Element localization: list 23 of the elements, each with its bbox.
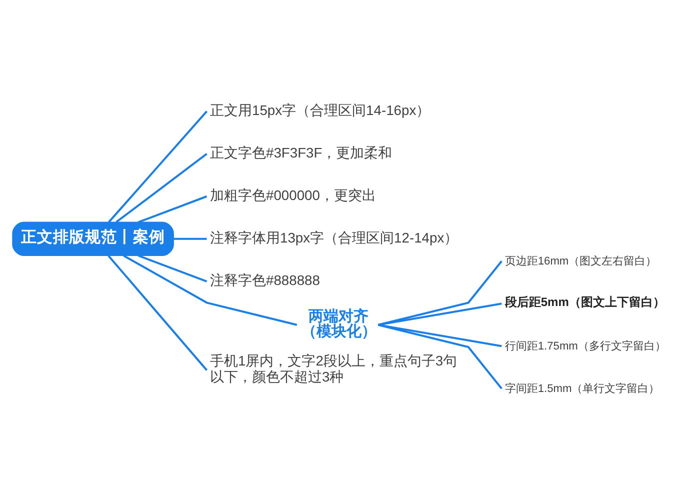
connector <box>108 255 208 371</box>
connector <box>123 254 298 326</box>
connector <box>138 195 208 224</box>
node-text: 两端对齐（模块化） <box>302 308 377 340</box>
connector <box>116 153 208 223</box>
connector <box>378 324 502 390</box>
connector <box>174 238 207 240</box>
connector <box>108 110 208 223</box>
node-text: 行间距1.75mm（多行文字留白） <box>504 340 666 352</box>
node-text: 正文字色#3F3F3F，更加柔和 <box>210 144 392 161</box>
node-text: 注释字体用13px字（合理区间12-14px） <box>210 230 458 246</box>
node-text: 段后距5mm（图文上下留白） <box>504 294 665 309</box>
node-text: 注释字色#888888 <box>210 272 320 288</box>
node-text: 手机1屏内，文字2段以上，重点句子3句以下，颜色不超过3种 <box>210 352 458 384</box>
connector <box>378 302 502 326</box>
node-text: 正文用15px字（合理区间14-16px） <box>210 102 430 118</box>
node-box: 正文排版规范丨案例 <box>12 222 174 256</box>
node-text: 加粗字色#000000，更突出 <box>210 187 376 204</box>
connector <box>378 260 502 326</box>
node-text: 字间距1.5mm（单行文字留白） <box>504 382 660 395</box>
connector <box>378 324 502 348</box>
node-text: 页边距16mm（图文左右留白） <box>504 255 657 268</box>
connector <box>138 254 208 282</box>
